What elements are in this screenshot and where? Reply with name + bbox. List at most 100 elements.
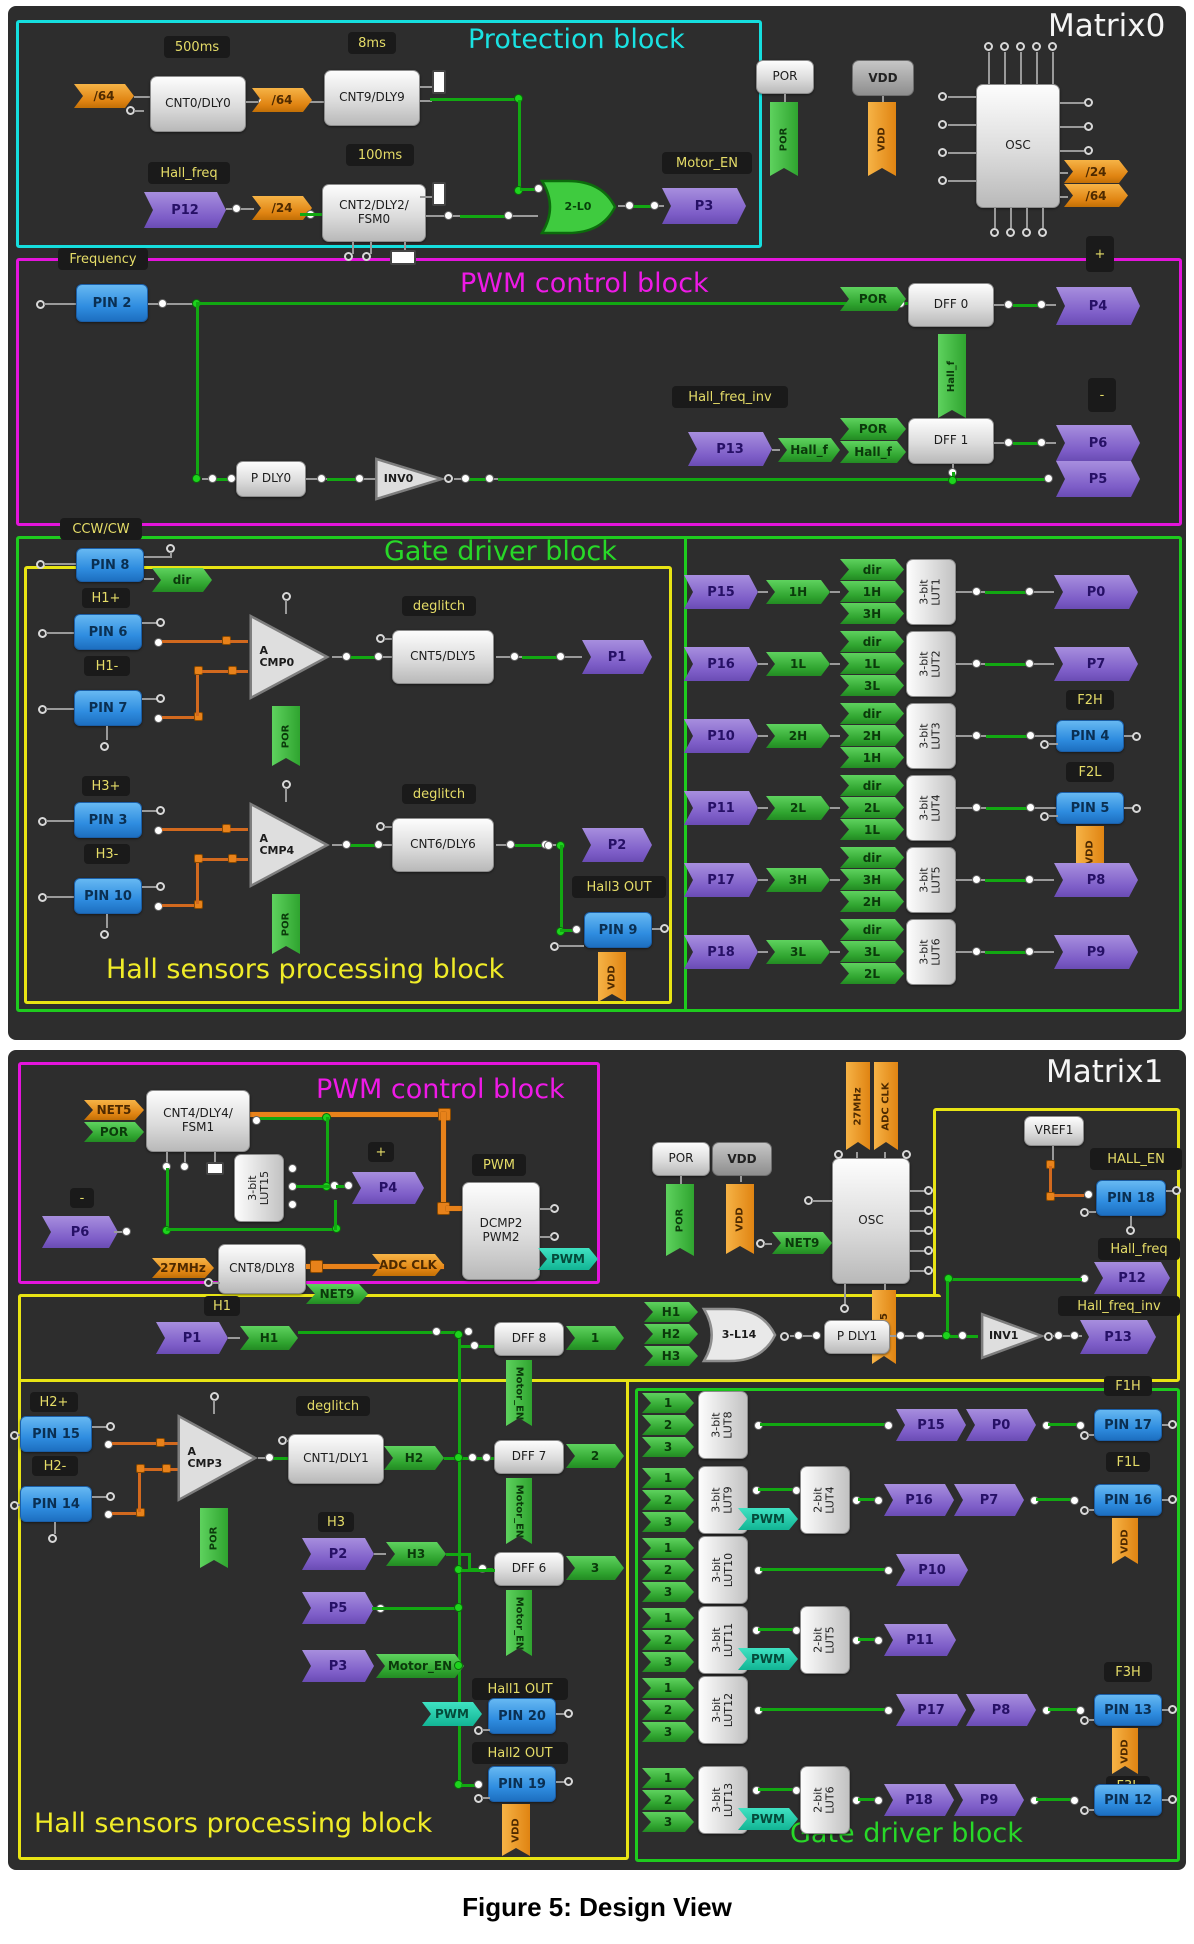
p4[interactable]: P4 xyxy=(352,1172,424,1204)
h1[interactable]: H1 xyxy=(240,1326,298,1350)
2h[interactable]: 2H xyxy=(840,891,904,912)
p15[interactable]: P15 xyxy=(684,575,758,609)
1[interactable]: 1 xyxy=(642,1768,694,1788)
cnt9-dly9[interactable]: CNT9/DLY9 xyxy=(324,70,420,126)
2l[interactable]: 2L xyxy=(766,796,830,820)
1l[interactable]: 1L xyxy=(766,652,830,676)
1[interactable]: 1 xyxy=(642,1678,694,1698)
p5[interactable]: P5 xyxy=(1056,461,1140,497)
27mhz[interactable]: 27MHz xyxy=(152,1258,214,1278)
p9[interactable]: P9 xyxy=(954,1784,1024,1816)
pin-17[interactable]: PIN 17 xyxy=(1094,1409,1162,1441)
p12[interactable]: P12 xyxy=(144,192,226,228)
por[interactable]: POR xyxy=(652,1142,710,1176)
3-l14[interactable]: 3-L14 xyxy=(700,1306,778,1364)
3-bit-lut4[interactable]: 3-bit LUT4 xyxy=(906,775,956,841)
1l[interactable]: 1L xyxy=(840,819,904,840)
p2[interactable]: P2 xyxy=(302,1538,374,1570)
3[interactable]: 3 xyxy=(642,1582,694,1602)
pin-20[interactable]: PIN 20 xyxy=(488,1698,556,1734)
pin-10[interactable]: PIN 10 xyxy=(74,878,142,914)
motor-en[interactable]: Motor_EN xyxy=(506,1590,532,1656)
pwm[interactable]: PWM xyxy=(738,1648,798,1670)
pwm[interactable]: PWM xyxy=(738,1808,798,1830)
p7[interactable]: P7 xyxy=(1054,647,1138,681)
dir[interactable]: dir xyxy=(840,631,904,652)
adc-clk[interactable]: ADC CLK xyxy=(372,1254,444,1276)
3[interactable]: 3 xyxy=(642,1652,694,1672)
hall-f[interactable]: Hall_f xyxy=(778,438,840,462)
por[interactable]: POR xyxy=(840,418,906,440)
dir[interactable]: dir xyxy=(152,568,212,592)
3-bit-lut8[interactable]: 3-bit LUT8 xyxy=(698,1391,748,1459)
24[interactable]: /24 xyxy=(252,196,312,220)
3-bit-lut2[interactable]: 3-bit LUT2 xyxy=(906,631,956,697)
pin-14[interactable]: PIN 14 xyxy=(20,1486,92,1522)
dff-8[interactable]: DFF 8 xyxy=(494,1322,564,1356)
pin-15[interactable]: PIN 15 xyxy=(20,1416,92,1452)
1[interactable]: 1 xyxy=(642,1538,694,1558)
p5[interactable]: P5 xyxy=(302,1592,374,1624)
pin-6[interactable]: PIN 6 xyxy=(74,614,142,650)
por[interactable]: POR xyxy=(840,287,906,311)
2[interactable]: 2 xyxy=(642,1415,694,1435)
a-cmp0[interactable]: A CMP0 xyxy=(248,612,330,702)
p3[interactable]: P3 xyxy=(302,1650,374,1682)
3l[interactable]: 3L xyxy=(840,941,904,962)
net9[interactable]: NET9 xyxy=(772,1232,832,1254)
cnt8-dly8[interactable]: CNT8/DLY8 xyxy=(218,1244,306,1294)
2[interactable]: 2 xyxy=(642,1630,694,1650)
1h[interactable]: 1H xyxy=(766,580,830,604)
3-bit-lut1[interactable]: 3-bit LUT1 xyxy=(906,559,956,625)
pin-5[interactable]: PIN 5 xyxy=(1056,792,1124,824)
3l[interactable]: 3L xyxy=(766,940,830,964)
cnt0-dly0[interactable]: CNT0/DLY0 xyxy=(150,76,246,132)
1l[interactable]: 1L xyxy=(840,653,904,674)
64[interactable]: /64 xyxy=(1064,184,1128,207)
p7[interactable]: P7 xyxy=(954,1484,1024,1516)
motor-en[interactable]: Motor_EN xyxy=(506,1360,532,1426)
p0[interactable]: P0 xyxy=(966,1409,1036,1441)
3-bit-lut5[interactable]: 3-bit LUT5 xyxy=(906,847,956,913)
pin-7[interactable]: PIN 7 xyxy=(74,690,142,726)
pin-4[interactable]: PIN 4 xyxy=(1056,720,1124,752)
pin-19[interactable]: PIN 19 xyxy=(488,1766,556,1802)
vref1[interactable]: VREF1 xyxy=(1024,1116,1084,1146)
2-l0[interactable]: 2-L0 xyxy=(538,178,618,236)
dir[interactable]: dir xyxy=(840,559,904,580)
p17[interactable]: P17 xyxy=(684,863,758,897)
h3[interactable]: H3 xyxy=(386,1542,446,1566)
2[interactable]: 2 xyxy=(642,1560,694,1580)
net9[interactable]: NET9 xyxy=(306,1284,368,1304)
p3[interactable]: P3 xyxy=(662,188,746,224)
vdd[interactable]: VDD xyxy=(868,102,896,176)
osc[interactable]: OSC xyxy=(976,84,1060,208)
1h[interactable]: 1H xyxy=(840,747,904,768)
pin-16[interactable]: PIN 16 xyxy=(1094,1484,1162,1516)
dir[interactable]: dir xyxy=(840,919,904,940)
p9[interactable]: P9 xyxy=(1054,935,1138,969)
3[interactable]: 3 xyxy=(642,1812,694,1832)
pwm[interactable]: PWM xyxy=(422,1702,482,1726)
p1[interactable]: P1 xyxy=(156,1322,228,1354)
dff-7[interactable]: DFF 7 xyxy=(494,1440,564,1474)
2l[interactable]: 2L xyxy=(840,963,904,984)
p1[interactable]: P1 xyxy=(582,640,652,674)
por[interactable]: POR xyxy=(272,894,300,954)
1[interactable]: 1 xyxy=(642,1608,694,1628)
hall-f[interactable]: Hall_f xyxy=(840,441,906,463)
net5[interactable]: NET5 xyxy=(84,1100,144,1120)
64[interactable]: /64 xyxy=(252,88,312,112)
cnt2-dly2-fsm0[interactable]: CNT2/DLY2/ FSM0 xyxy=(322,184,426,242)
3-bit-lut9[interactable]: 3-bit LUT9 xyxy=(698,1466,748,1534)
p4[interactable]: P4 xyxy=(1056,287,1140,325)
vdd[interactable]: VDD xyxy=(712,1142,772,1176)
pin-2[interactable]: PIN 2 xyxy=(76,284,148,322)
p10[interactable]: P10 xyxy=(896,1554,968,1586)
p18[interactable]: P18 xyxy=(884,1784,954,1816)
p11[interactable]: P11 xyxy=(884,1624,956,1656)
vdd[interactable]: VDD xyxy=(726,1184,754,1254)
pin-9[interactable]: PIN 9 xyxy=(584,912,652,948)
por[interactable]: POR xyxy=(770,102,798,176)
hall-f[interactable]: Hall_f xyxy=(938,334,966,418)
